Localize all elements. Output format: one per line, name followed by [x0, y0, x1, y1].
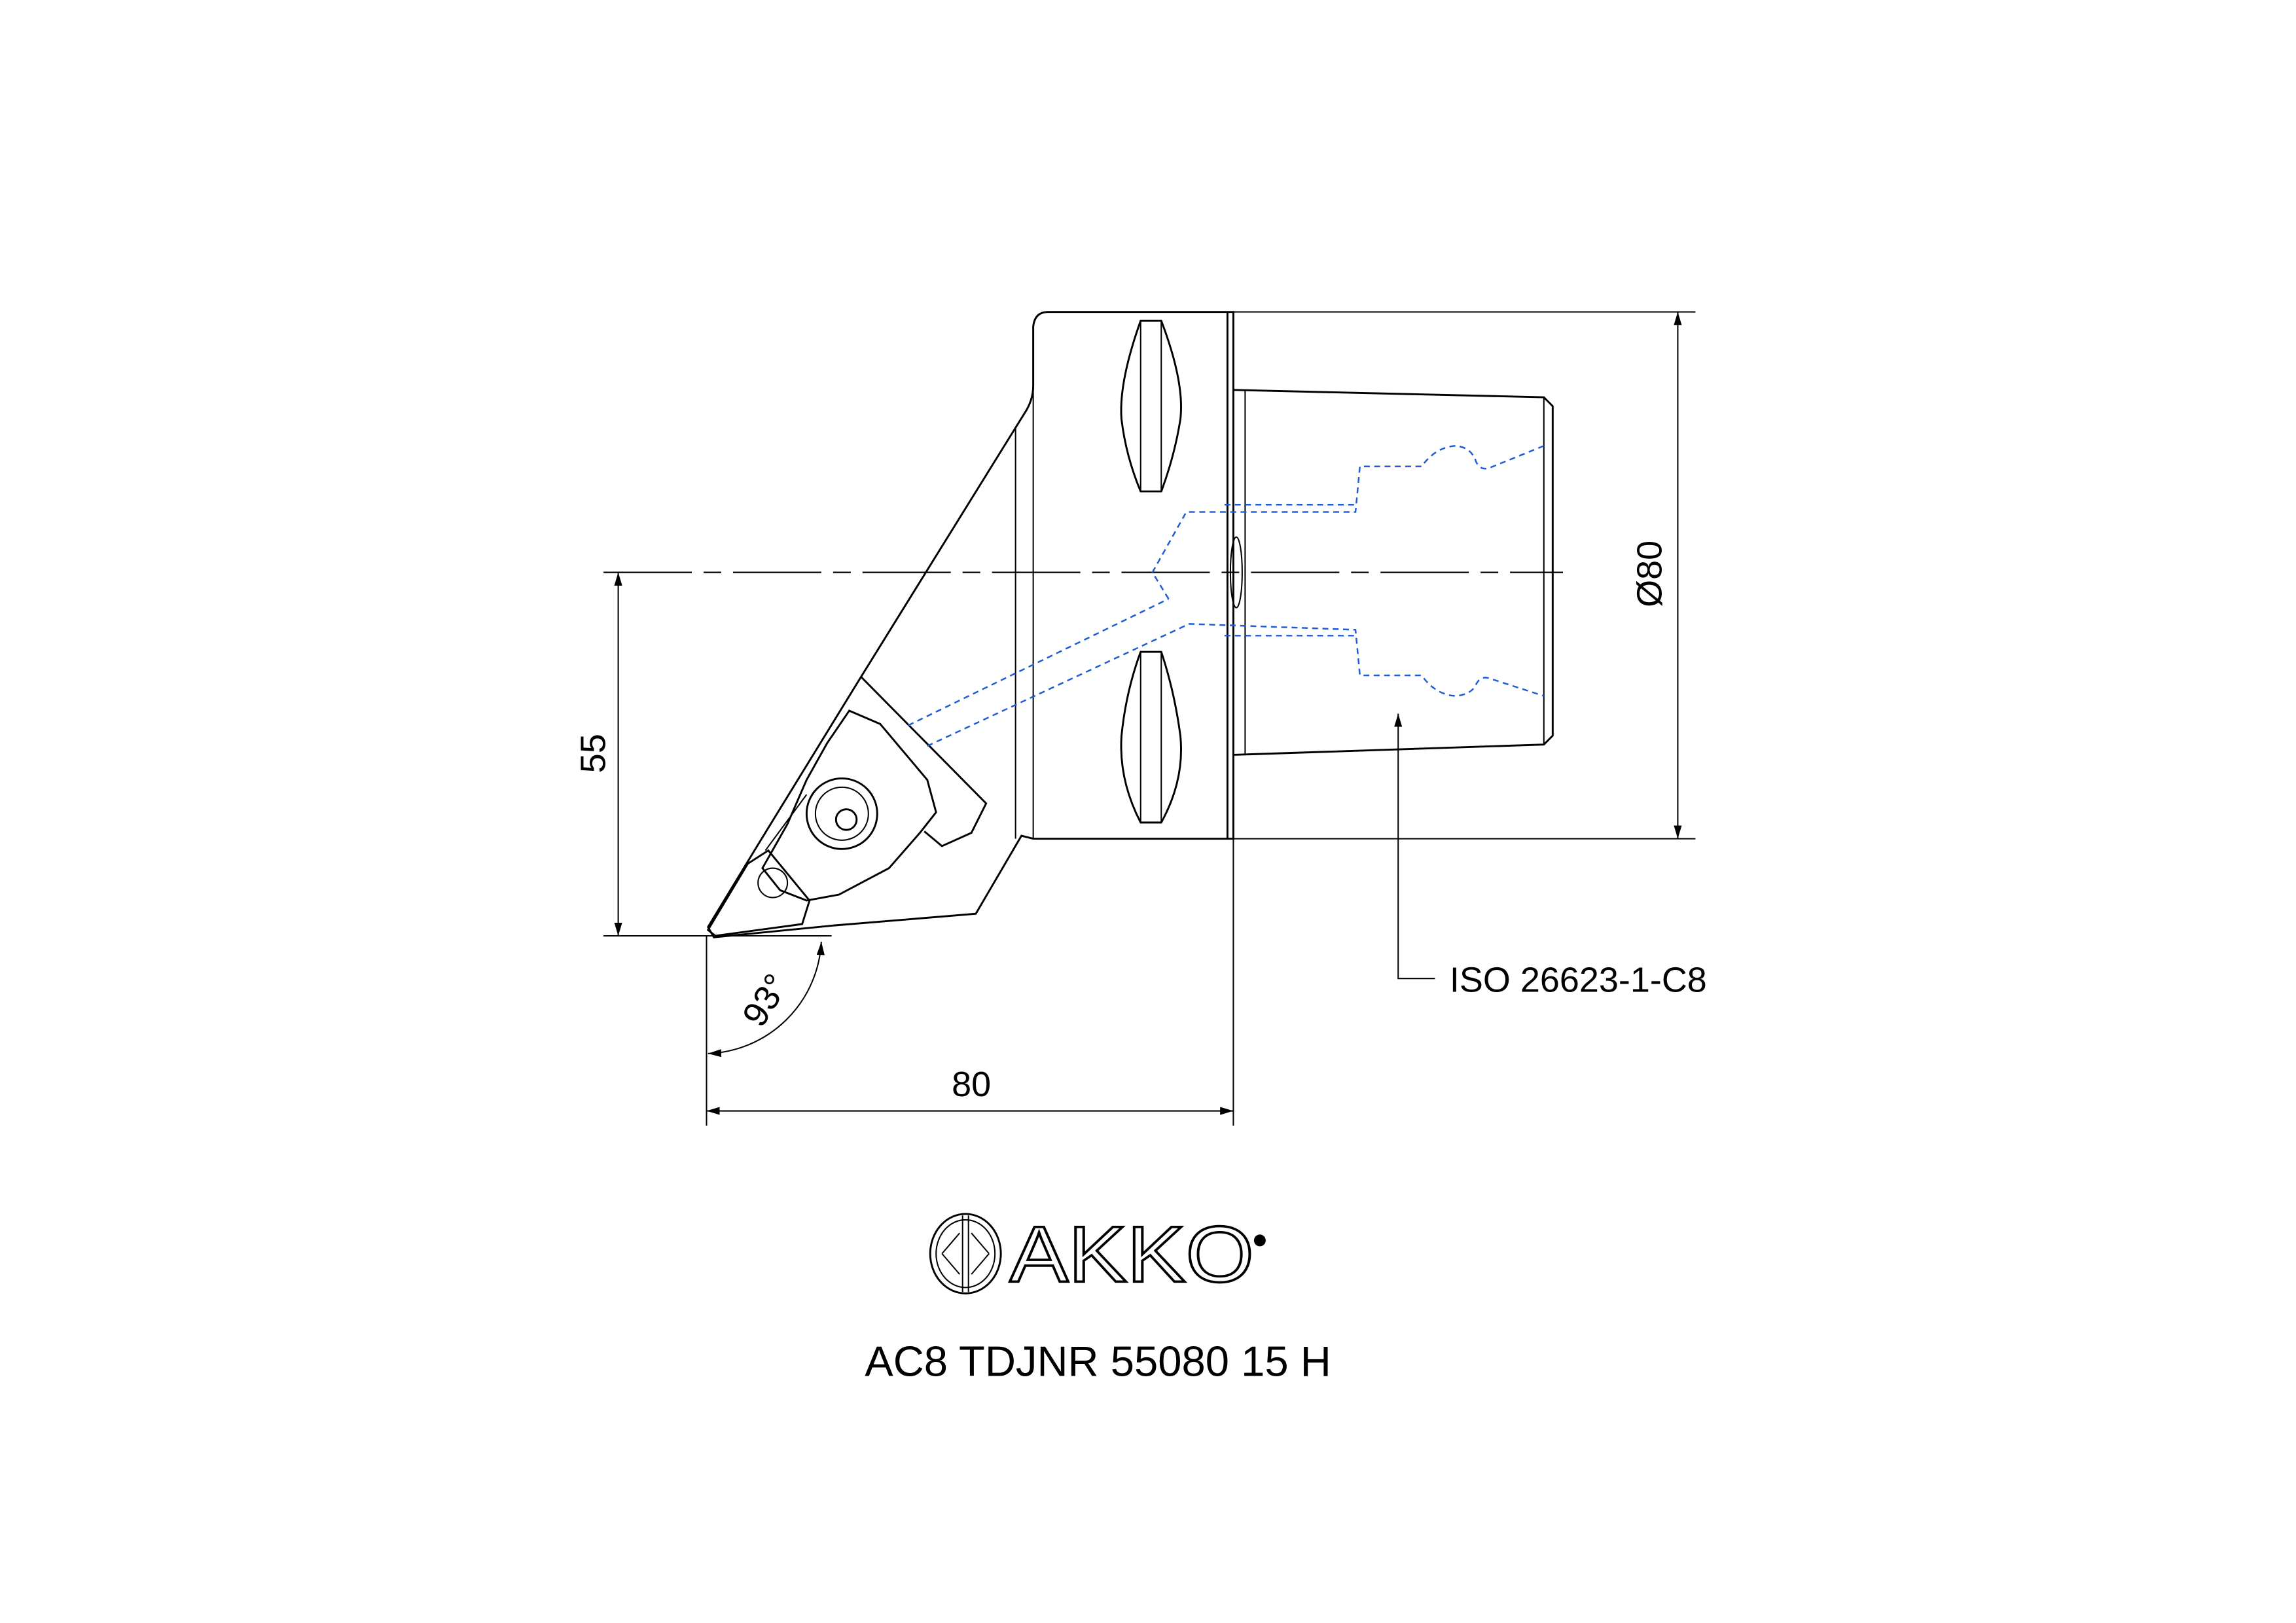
angle-dimension: 93° [708, 941, 825, 1058]
interface-label: ISO 26623-1-C8 [1450, 960, 1707, 999]
iso-shank [1233, 389, 1554, 756]
cutting-insert [706, 849, 811, 937]
slot-lower [1120, 651, 1182, 824]
interface-leader: ISO 26623-1-C8 [1394, 713, 1707, 999]
insert-head [706, 413, 1026, 938]
tool-body [833, 311, 1243, 927]
length-label: 80 [952, 1065, 991, 1104]
logo-text: AKKO [1010, 1209, 1254, 1298]
part-number: AC8 TDJNR 55080 15 H [865, 1337, 1331, 1385]
height-dimension: 55 [573, 572, 832, 937]
clamp-screw [805, 777, 878, 850]
height-label: 55 [573, 734, 613, 773]
hidden-lines [907, 445, 1545, 747]
akko-logo: AKKO [929, 1209, 1266, 1300]
slot-upper [1120, 319, 1182, 493]
diameter-dimension: Ø80 [1233, 311, 1696, 840]
angle-label: 93° [735, 967, 797, 1033]
diameter-label: Ø80 [1630, 541, 1670, 607]
registered-mark [1253, 1234, 1266, 1247]
length-dimension: 80 [706, 838, 1234, 1126]
